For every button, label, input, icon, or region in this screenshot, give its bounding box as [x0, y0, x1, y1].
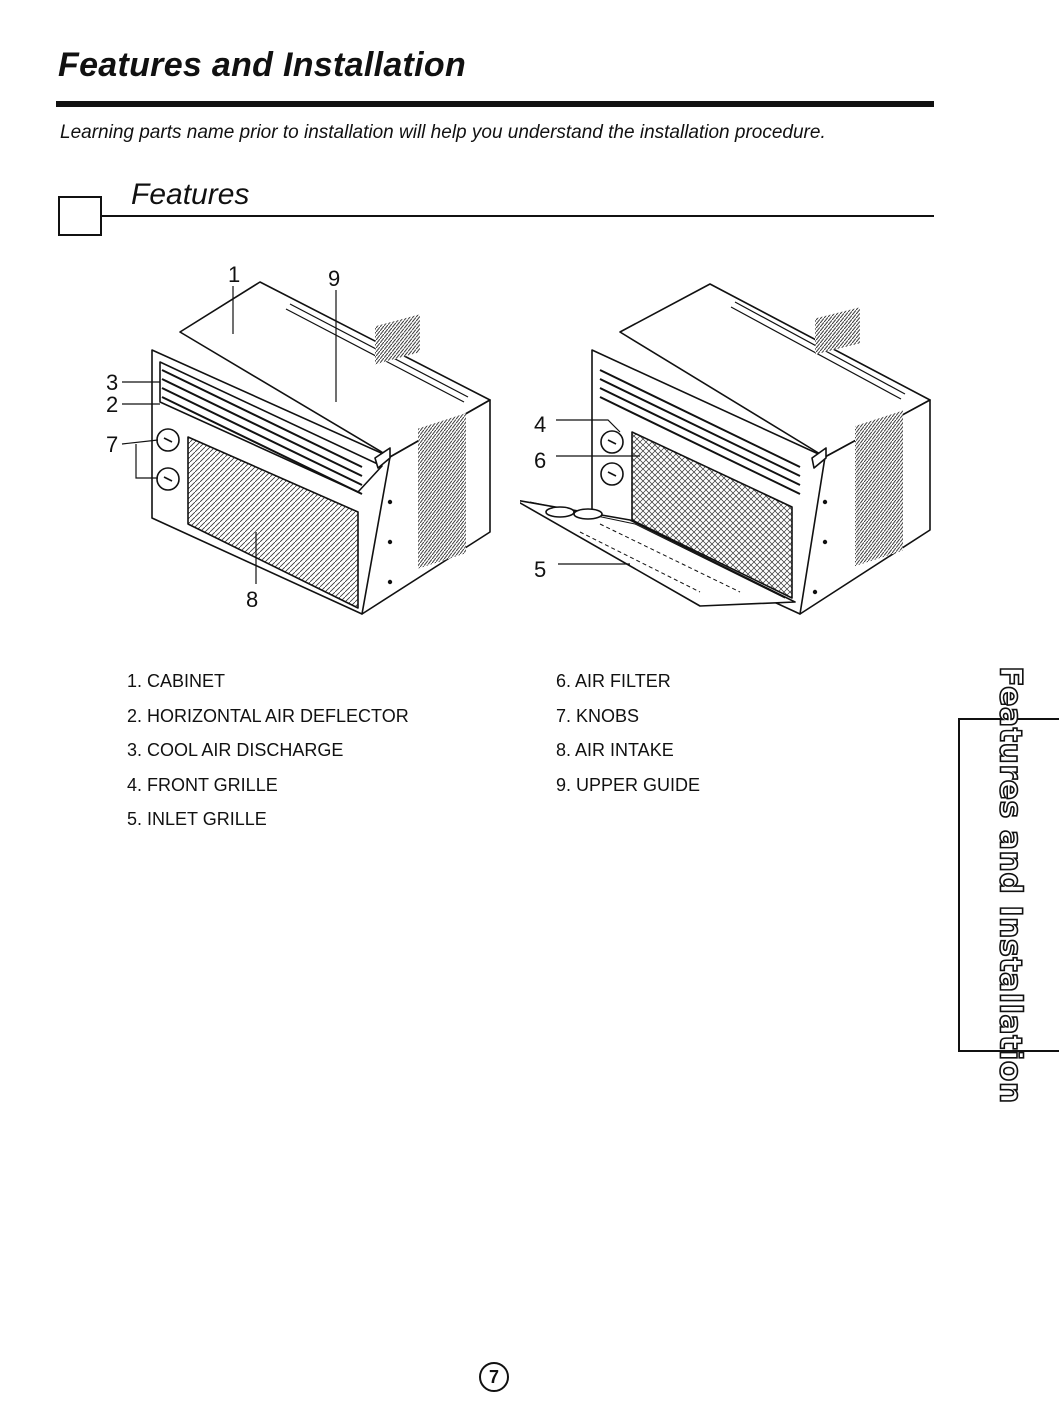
- parts-list-left: 1. CABINET 2. HORIZONTAL AIR DEFLECTOR 3…: [127, 664, 409, 837]
- section-side-tab: Features and Installation: [958, 718, 1059, 1052]
- title-rule: [56, 101, 934, 107]
- callout-9: 9: [328, 266, 340, 291]
- intro-text: Learning parts name prior to installatio…: [60, 122, 826, 144]
- part-item: 3. COOL AIR DISCHARGE: [127, 733, 409, 768]
- part-item: 5. INLET GRILLE: [127, 802, 409, 837]
- part-item: 6. AIR FILTER: [556, 664, 700, 699]
- side-tab-label: Features and Installation: [992, 666, 1027, 1103]
- part-item: 8. AIR INTAKE: [556, 733, 700, 768]
- parts-list-right: 6. AIR FILTER 7. KNOBS 8. AIR INTAKE 9. …: [556, 664, 700, 802]
- section-marker-box: [58, 196, 102, 236]
- part-item: 7. KNOBS: [556, 699, 700, 734]
- page-number: 7: [479, 1362, 509, 1392]
- callout-7: 7: [106, 432, 118, 457]
- callout-2: 2: [106, 392, 118, 417]
- part-item: 9. UPPER GUIDE: [556, 768, 700, 803]
- page-title: Features and Installation: [58, 46, 466, 85]
- callout-1: 1: [228, 262, 240, 287]
- part-item: 4. FRONT GRILLE: [127, 768, 409, 803]
- callout-4: 4: [534, 412, 546, 437]
- callout-6: 6: [534, 448, 546, 473]
- air-conditioner-open-figure: 4 6 5: [520, 262, 935, 632]
- section-rule: [102, 215, 934, 217]
- section-title: Features: [131, 178, 249, 212]
- air-conditioner-front-figure: 1 9 3 2 7 8: [100, 262, 500, 632]
- callout-8: 8: [246, 587, 258, 612]
- part-item: 1. CABINET: [127, 664, 409, 699]
- part-item: 2. HORIZONTAL AIR DEFLECTOR: [127, 699, 409, 734]
- callout-5: 5: [534, 557, 546, 582]
